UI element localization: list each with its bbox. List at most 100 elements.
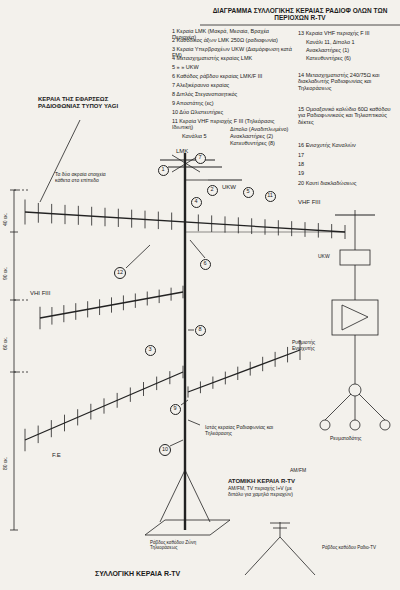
part-label: Ράβδος καθόδου Ζώνη Τηλεοράσεως [150, 540, 208, 550]
part-label: LMK [176, 148, 188, 155]
drawing-stroke [168, 166, 222, 167]
callout-circle: 7 [195, 153, 206, 164]
drawing-stroke [350, 420, 360, 430]
legend-note: 15 Ομοαξονικό καλώδιο 60Ω καθόδου για Ρα… [298, 106, 398, 125]
callout-number: 8 [196, 327, 205, 333]
legend-note: 9 Αποστάτης (ες) [172, 100, 292, 106]
dimension-label: 60 εκ. [3, 337, 9, 350]
part-label: Ιστός κεραίας Ραδιοφωνίας και Τηλεόρασης [205, 425, 280, 437]
part-label: AM/FM [290, 468, 306, 474]
callout-circle: 2 [207, 185, 218, 196]
antenna-element [318, 223, 319, 238]
dimension-label: 40 εκ. [3, 213, 9, 226]
legend-note: 16 Ενισχυτής Καναλιών [298, 142, 398, 148]
antenna-element [183, 366, 184, 379]
drawing-stroke [208, 179, 242, 180]
part-label: ΚΕΡΑΙΑ ΤΗΣ ΕΦΑΡΣΕΩΣ ΡΑΔΙΟΦΩΝΙΑΣ ΤΥΠΟΥ YA… [38, 96, 120, 110]
antenna-element [25, 372, 183, 440]
callout-circle: 9 [170, 404, 181, 415]
drawing-stroke [245, 537, 315, 575]
antenna-element [156, 377, 157, 391]
antenna-element [51, 420, 52, 437]
legend-note: 18 [298, 161, 304, 167]
antenna-element [87, 301, 88, 317]
callout-number: 12 [115, 270, 125, 276]
antenna-element [275, 352, 276, 367]
callout-circle: 6 [200, 259, 211, 270]
antenna-element [262, 357, 263, 371]
antenna-element [185, 232, 345, 233]
antenna-element [183, 286, 184, 299]
antenna-element [265, 219, 266, 235]
part-label: UKW [222, 184, 236, 191]
drawing-stroke [14, 300, 30, 301]
drawing-stroke [10, 25, 400, 575]
antenna-element [159, 290, 160, 304]
callout-circle: 5 [243, 187, 254, 198]
part-label: Ρυθμιστής Ενισχυτής [292, 340, 330, 352]
drawing-stroke [380, 420, 390, 430]
antenna-element [118, 209, 119, 227]
antenna-element [147, 292, 148, 306]
callout-number: 7 [196, 155, 205, 161]
callout-number: 10 [160, 447, 170, 453]
legend-note: 4 Μετασχηματιστής κεραίας LMK [172, 55, 292, 61]
antenna-element [171, 213, 172, 230]
figure-caption: ΣΥΛΛΟΓΙΚΗ ΚΕΡΑΙΑ R-TV [95, 570, 180, 578]
antenna-element [278, 220, 279, 235]
drawing-stroke [355, 210, 356, 250]
drawing-stroke [273, 528, 287, 529]
drawing-stroke [40, 120, 80, 202]
drawing-stroke [184, 153, 186, 530]
drawing-stroke [270, 523, 290, 524]
antenna-element [40, 292, 183, 318]
antenna-element [63, 305, 64, 322]
drawing-stroke [145, 520, 230, 535]
callout-circle: 12 [114, 267, 126, 279]
drawing-stroke [355, 396, 356, 420]
drawing-stroke [10, 530, 18, 531]
drawing-stroke [126, 245, 150, 268]
antenna-element [130, 387, 131, 401]
part-label: Ράβδος καθόδου Ραδιο-TV [322, 545, 382, 550]
drawing-stroke [320, 420, 330, 430]
drawing-stroke [185, 180, 208, 181]
antenna-element [211, 215, 212, 232]
legend-note: 20 Κουτί διακλαδώσεως [298, 180, 398, 186]
antenna-element [198, 214, 199, 231]
antenna-element [169, 371, 170, 384]
part-label: Ρευματοδότης [330, 436, 361, 442]
legend-note: Δίπολο (Αναδιπλωμένο) [230, 126, 288, 132]
drawing-stroke [342, 305, 368, 330]
drawing-stroke [14, 372, 30, 373]
legend-note: Κατευθυντήρες (6) [306, 55, 398, 61]
callout-circle: 3 [145, 345, 156, 356]
antenna-element [225, 372, 226, 385]
antenna-element [131, 210, 132, 228]
antenna-element [158, 212, 159, 230]
drawing-stroke [14, 190, 15, 530]
antenna-element [188, 350, 300, 392]
drawing-stroke [340, 250, 370, 265]
antenna-element [25, 200, 26, 225]
drawing-stroke [170, 440, 183, 446]
callout-circle: 11 [265, 191, 276, 202]
antenna-element [25, 212, 345, 232]
legend-note: Κανάλια 5 [182, 133, 206, 139]
antenna-element [90, 404, 91, 420]
legend-note: Ανακλαστήρες (2) [230, 133, 273, 139]
antenna-element [200, 381, 201, 393]
drawing-stroke [188, 420, 200, 425]
antenna-element [51, 204, 52, 224]
antenna-element [77, 409, 78, 425]
antenna-element [143, 382, 144, 396]
antenna-element [250, 362, 251, 376]
antenna-element [188, 386, 189, 397]
legend-note: Κανάλι 11, Δίπολο 1 [306, 39, 398, 45]
legend-note: 14 Μετασχηματιστής 240/75Ω και διακλαδωτ… [298, 72, 398, 91]
antenna-element [51, 307, 52, 325]
legend-note: 5 » » UKW [172, 64, 292, 70]
callout-number: 2 [208, 187, 217, 193]
drawing-stroke [160, 159, 215, 160]
